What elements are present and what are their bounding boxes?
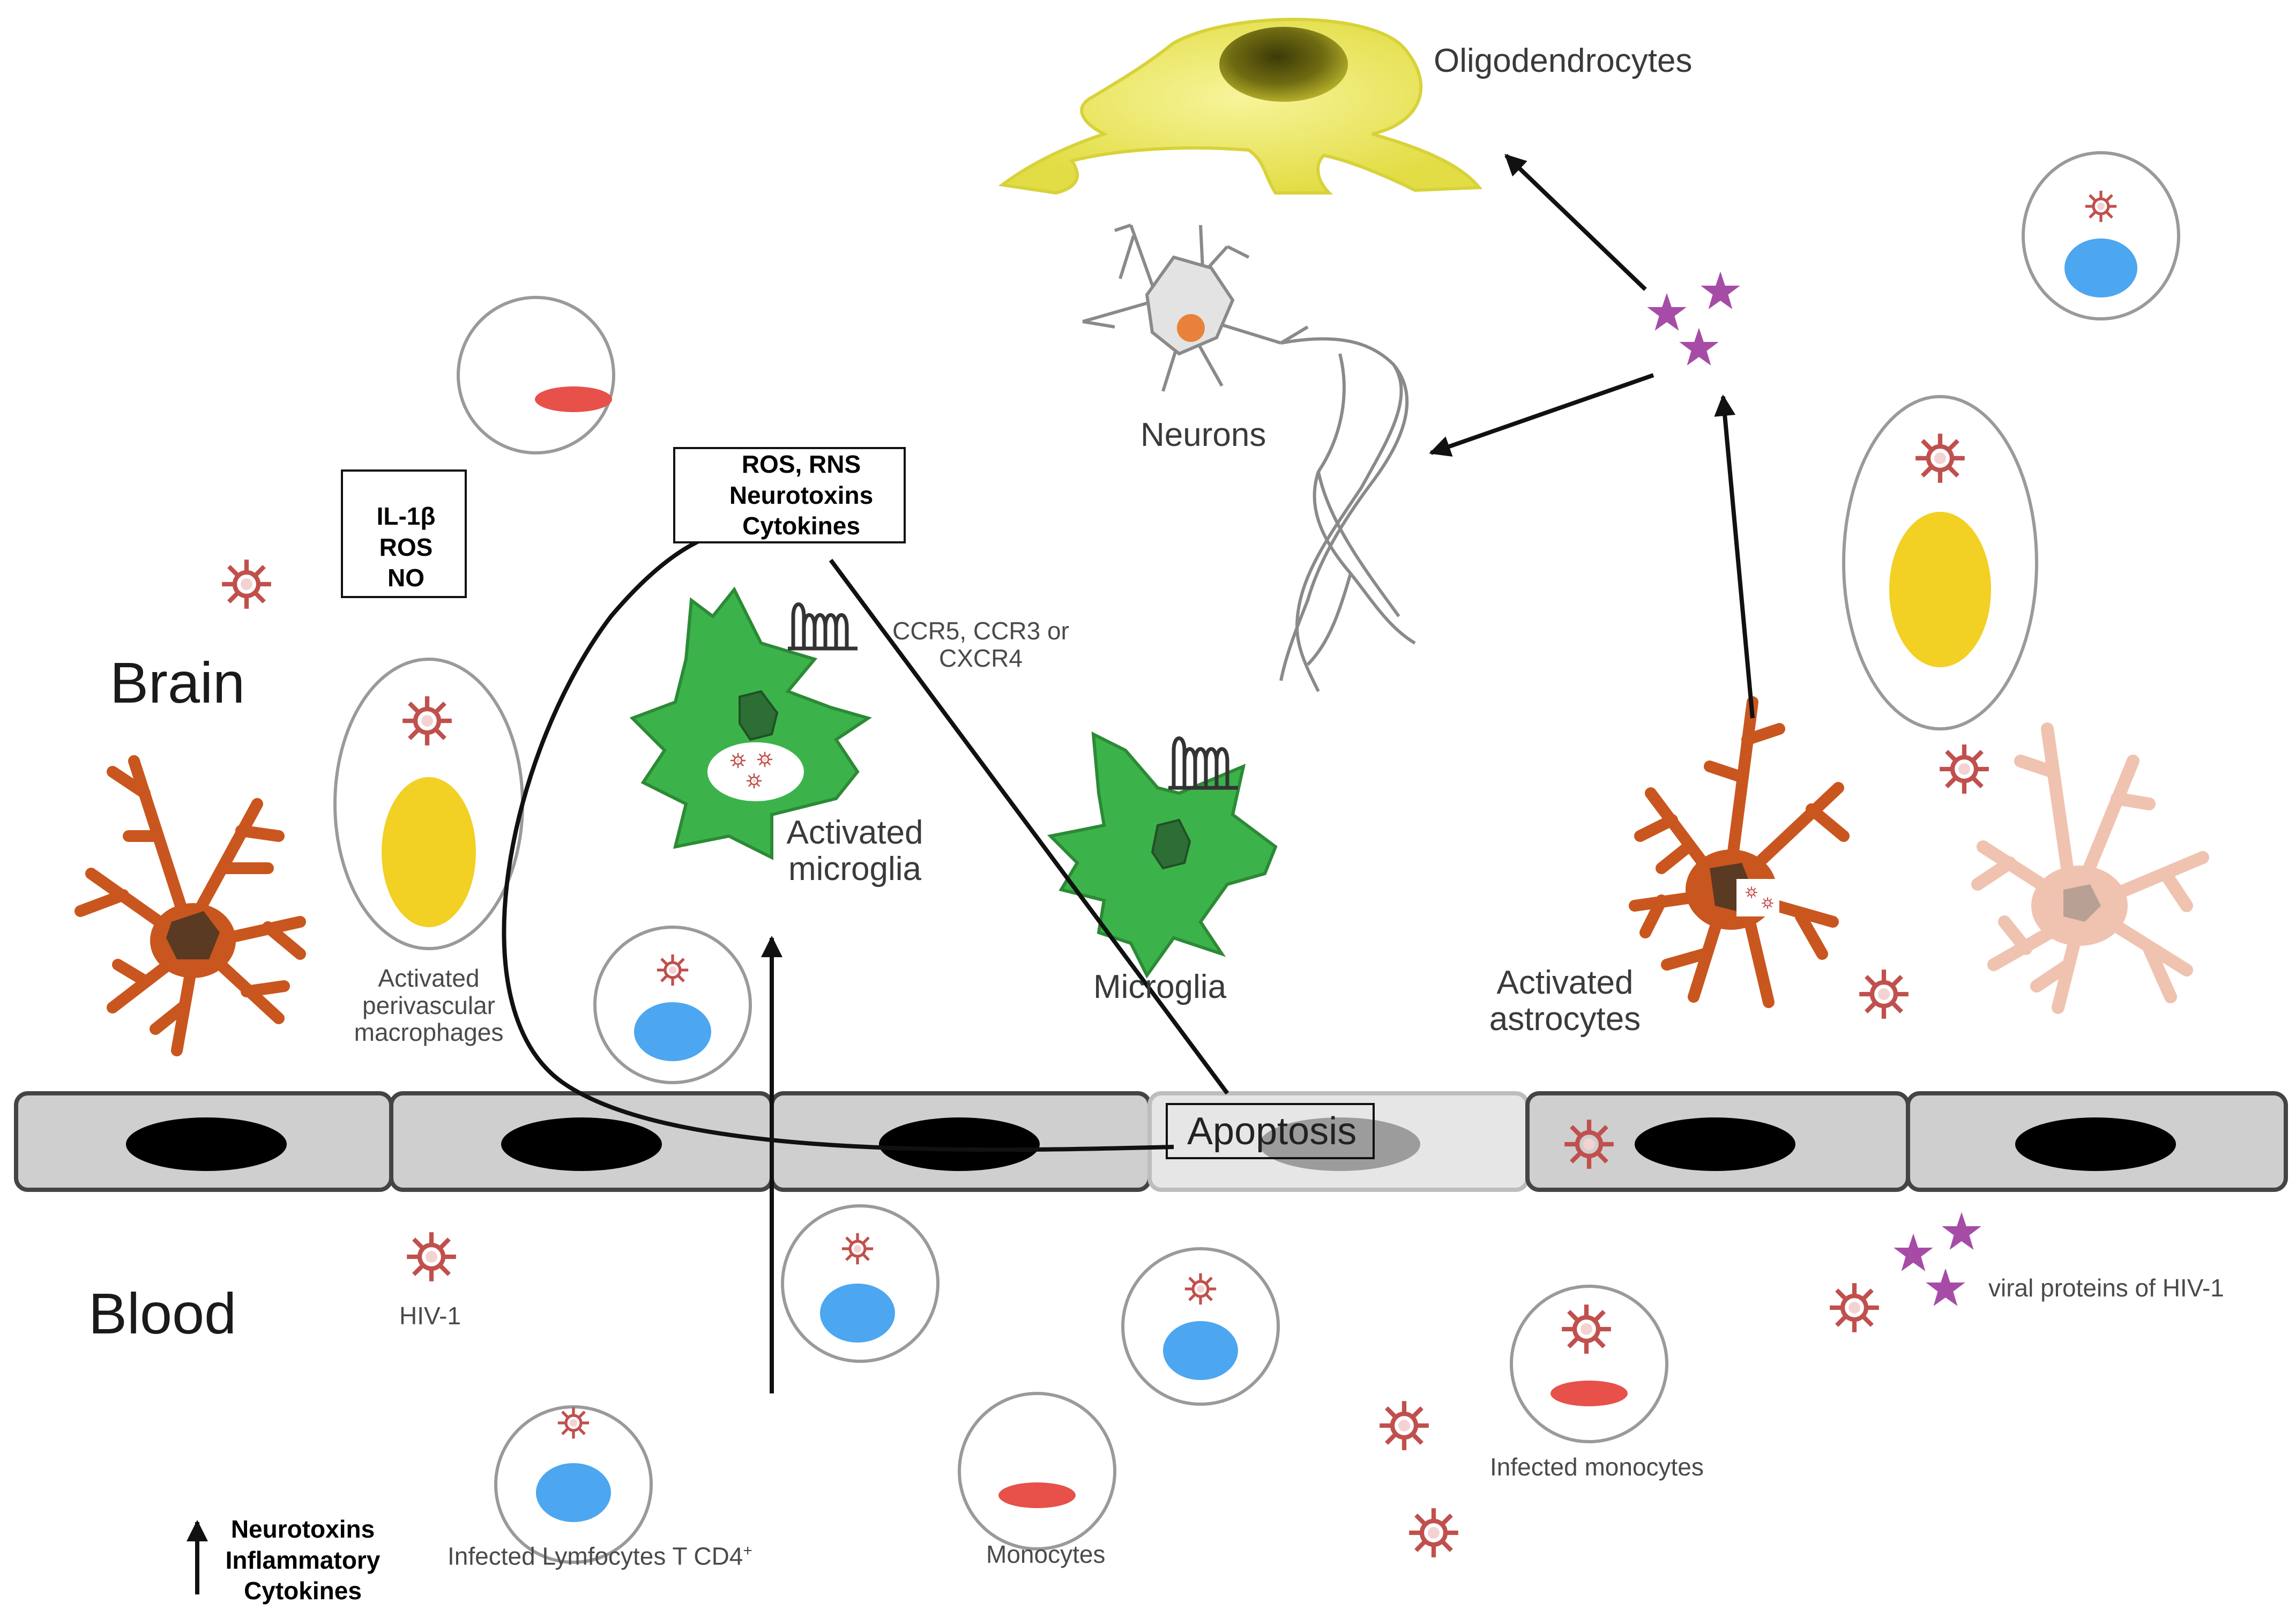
endothelial-layer — [14, 1091, 2288, 1192]
brain-macrophage-right — [1842, 395, 2038, 730]
activated-astrocyte-cell — [1629, 696, 1850, 1008]
ccr-label: CCR5, CCR3 or CXCR4 — [879, 617, 1083, 672]
macrophage-box-line-3: NO — [387, 564, 424, 592]
blood-box-line-2: Inflammatory — [225, 1546, 381, 1574]
activated-macrophages-line-2: perivascular — [362, 991, 495, 1019]
activated-macrophages-label: Activated perivascular macrophages — [322, 965, 536, 1046]
hiv1-label: HIV-1 — [399, 1302, 461, 1330]
microglia-cell — [1047, 731, 1278, 979]
faded-astrocyte-cell — [1971, 722, 2209, 1014]
neuron-cell — [1082, 223, 1416, 692]
brain-lymphocyte-top-right — [2022, 151, 2180, 320]
ccr-label-line-1: CCR5, CCR3 or — [892, 617, 1069, 645]
microglia-effects-box — [673, 447, 906, 543]
microglia-label: Microglia — [1093, 968, 1227, 1005]
microglia-box-line-1: ROS, RNS — [741, 450, 861, 478]
blood-lymphocyte-cell-2 — [1121, 1247, 1280, 1406]
viral-proteins-label: viral proteins of HIV-1 — [1988, 1274, 2224, 1302]
infected-lymphocytes-label: Infected Lymfocytes T CD4+ — [448, 1542, 752, 1570]
activated-microglia-line-1: Activated — [786, 814, 923, 851]
macrophage-box-line-1: IL-1β — [376, 502, 436, 530]
activated-macrophages-line-3: macrophages — [354, 1018, 504, 1047]
microglia-box-line-2: Neurotoxins — [729, 481, 874, 509]
monocytes-label: Monocytes — [986, 1540, 1106, 1568]
activated-microglia-label: Activated microglia — [750, 814, 959, 888]
infected-monocyte-cell — [1510, 1285, 1668, 1443]
activated-microglia-cell — [629, 586, 873, 860]
infected-monocytes-label: Infected monocytes — [1490, 1453, 1704, 1481]
brain-label: Brain — [110, 650, 245, 715]
apoptosis-box — [1166, 1103, 1375, 1159]
activated-astrocytes-label: Activated astrocytes — [1468, 964, 1661, 1038]
apoptosis-label: Apoptosis — [1187, 1110, 1357, 1153]
oligodendrocyte-cell — [998, 18, 1483, 195]
blood-effects-text: Neurotoxins Inflammatory Cytokines — [212, 1514, 394, 1607]
activated-macrophages-line-1: Activated — [378, 964, 480, 992]
activated-astrocytes-line-1: Activated — [1496, 964, 1634, 1001]
microglia-box-line-3: Cytokines — [742, 512, 860, 540]
oligodendrocytes-label: Oligodendrocytes — [1434, 42, 1693, 79]
blood-lymphocyte-cell-1 — [781, 1204, 940, 1363]
blood-monocyte-cell — [958, 1392, 1116, 1550]
activated-astrocytes-line-2: astrocytes — [1489, 1001, 1641, 1038]
macrophage-box-text: IL-1β ROS NO — [370, 501, 442, 594]
perivascular-macrophage-cell — [333, 658, 524, 950]
infected-lymphocytes-superscript: + — [743, 1542, 752, 1560]
microglia-box-text: ROS, RNS Neurotoxins Cytokines — [702, 449, 900, 542]
macrophage-effects-box — [341, 469, 467, 598]
activated-microglia-line-2: microglia — [788, 851, 922, 888]
blood-box-line-1: Neurotoxins — [230, 1515, 375, 1543]
neurons-label: Neurons — [1140, 416, 1266, 453]
brain-lymphocyte-cell — [593, 926, 752, 1084]
blood-label: Blood — [88, 1281, 237, 1346]
blood-lymphocyte-cell-3 — [494, 1405, 653, 1564]
infected-lymphocytes-text: Infected Lymfocytes T CD4 — [448, 1542, 743, 1570]
macrophage-box-line-2: ROS — [379, 533, 433, 561]
astrocyte-left-cell — [74, 755, 306, 1056]
ccr-label-line-2: CXCR4 — [939, 644, 1023, 672]
brain-monocyte-cell — [457, 296, 615, 454]
blood-box-line-3: Cytokines — [244, 1577, 362, 1605]
